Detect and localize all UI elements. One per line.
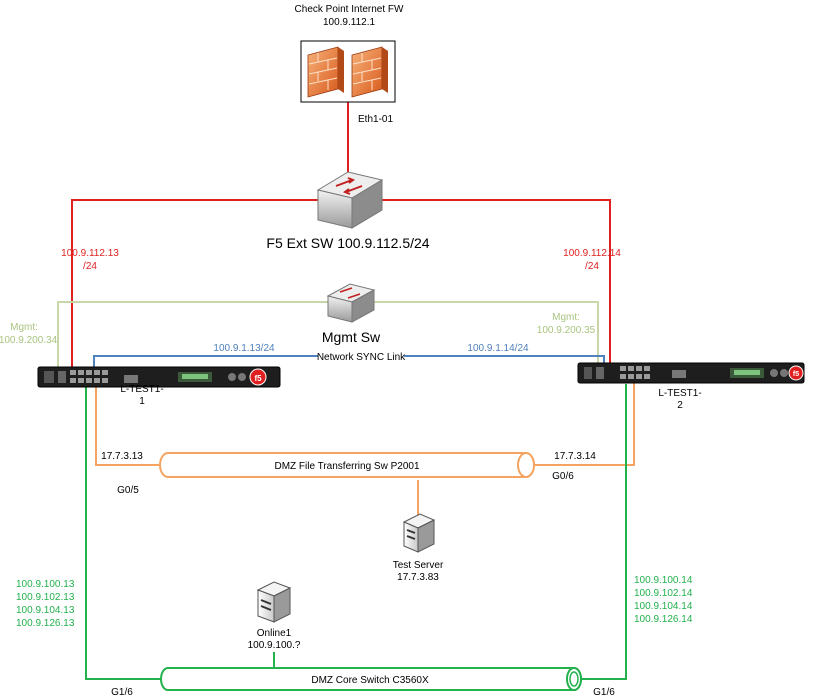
mgmt-switch-label: Mgmt Sw — [322, 329, 381, 345]
dmz-file-switch-label: DMZ File Transferring Sw P2001 — [274, 461, 419, 472]
test-server-name: Test Server — [393, 560, 444, 571]
ext-switch-to-f5-right-link — [378, 199, 611, 370]
firewall-icon — [300, 40, 396, 103]
svg-text:f5: f5 — [254, 374, 262, 383]
f5-right-name-line2: 2 — [677, 400, 683, 411]
ext-switch-icon — [316, 171, 384, 229]
test-server-icon — [402, 513, 436, 553]
f5-left-name-line1: L-TEST1- — [120, 384, 163, 395]
firewall-title: Check Point Internet FW — [295, 4, 404, 15]
f5-left-dmz-ip: 17.7.3.13 — [101, 451, 143, 462]
f5-right-mgmt-label: Mgmt: — [552, 312, 580, 323]
f5-right-appliance: f5 — [577, 362, 805, 384]
f5-left-to-core-link — [85, 384, 162, 680]
f5-right-ext-ip: 100.9.112.14 — [563, 248, 621, 259]
mgmt-switch-icon — [326, 283, 376, 323]
f5-left-core-ip-4: 100.9.126.13 — [16, 618, 75, 629]
f5-left-core-port: G1/6 — [111, 687, 133, 698]
f5-left-core-ip-1: 100.9.100.13 — [16, 579, 75, 590]
f5-right-to-dmz-link — [530, 382, 635, 466]
test-server-ip: 17.7.3.83 — [397, 572, 439, 583]
sync-link-label-bg — [318, 350, 404, 362]
f5-right-core-port: G1/6 — [593, 687, 615, 698]
f5-right-sync-ip: 100.9.1.14/24 — [467, 343, 529, 354]
dmz-file-switch-icon — [159, 452, 535, 478]
f5-right-to-core-link — [580, 384, 627, 680]
f5-right-dmz-ip: 17.7.3.14 — [554, 451, 596, 462]
f5-left-dmz-port: G0/5 — [117, 485, 139, 496]
ext-switch-to-f5-left-link — [71, 199, 318, 380]
f5-left-to-dmz-link — [95, 380, 160, 466]
f5-right-dmz-port: G0/6 — [552, 471, 574, 482]
f5-right-core-ip-4: 100.9.126.14 — [634, 614, 693, 625]
f5-right-core-ip-3: 100.9.104.14 — [634, 601, 693, 612]
firewall-ip: 100.9.112.1 — [323, 17, 376, 28]
sync-link-label: Network SYNC Link — [317, 352, 406, 363]
online1-name: Online1 — [257, 628, 292, 639]
mgmt-to-f5-right-link — [374, 301, 599, 366]
firewall-port-label: Eth1-01 — [358, 114, 393, 125]
online1-server-icon — [256, 581, 292, 623]
f5-left-mgmt-label: Mgmt: — [10, 322, 38, 333]
f5-right-core-ip-2: 100.9.102.14 — [634, 588, 693, 599]
f5-right-mgmt-ip: 100.9.200.35 — [537, 325, 596, 336]
f5-right-name-line1: L-TEST1- — [658, 388, 701, 399]
ext-switch-label: F5 Ext SW 100.9.112.5/24 — [266, 235, 429, 251]
dmz-core-switch-label: DMZ Core Switch C3560X — [311, 675, 429, 686]
f5-left-mgmt-ip: 100.9.200.34 — [0, 335, 58, 346]
f5-right-ext-mask: /24 — [585, 261, 599, 272]
online1-ip: 100.9.100.? — [248, 640, 301, 651]
dmz-core-switch-icon — [160, 667, 582, 691]
f5-left-appliance: f5 — [37, 366, 281, 388]
mgmt-to-f5-left-link — [57, 301, 328, 376]
f5-left-name-line2: 1 — [139, 396, 145, 407]
f5-left-core-ip-2: 100.9.102.13 — [16, 592, 75, 603]
svg-text:f5: f5 — [793, 371, 799, 378]
f5-right-core-ip-1: 100.9.100.14 — [634, 575, 693, 586]
f5-left-sync-ip: 100.9.1.13/24 — [213, 343, 275, 354]
f5-left-core-ip-3: 100.9.104.13 — [16, 605, 75, 616]
f5-left-ext-ip: 100.9.112.13 — [61, 248, 119, 259]
f5-left-ext-mask: /24 — [83, 261, 97, 272]
